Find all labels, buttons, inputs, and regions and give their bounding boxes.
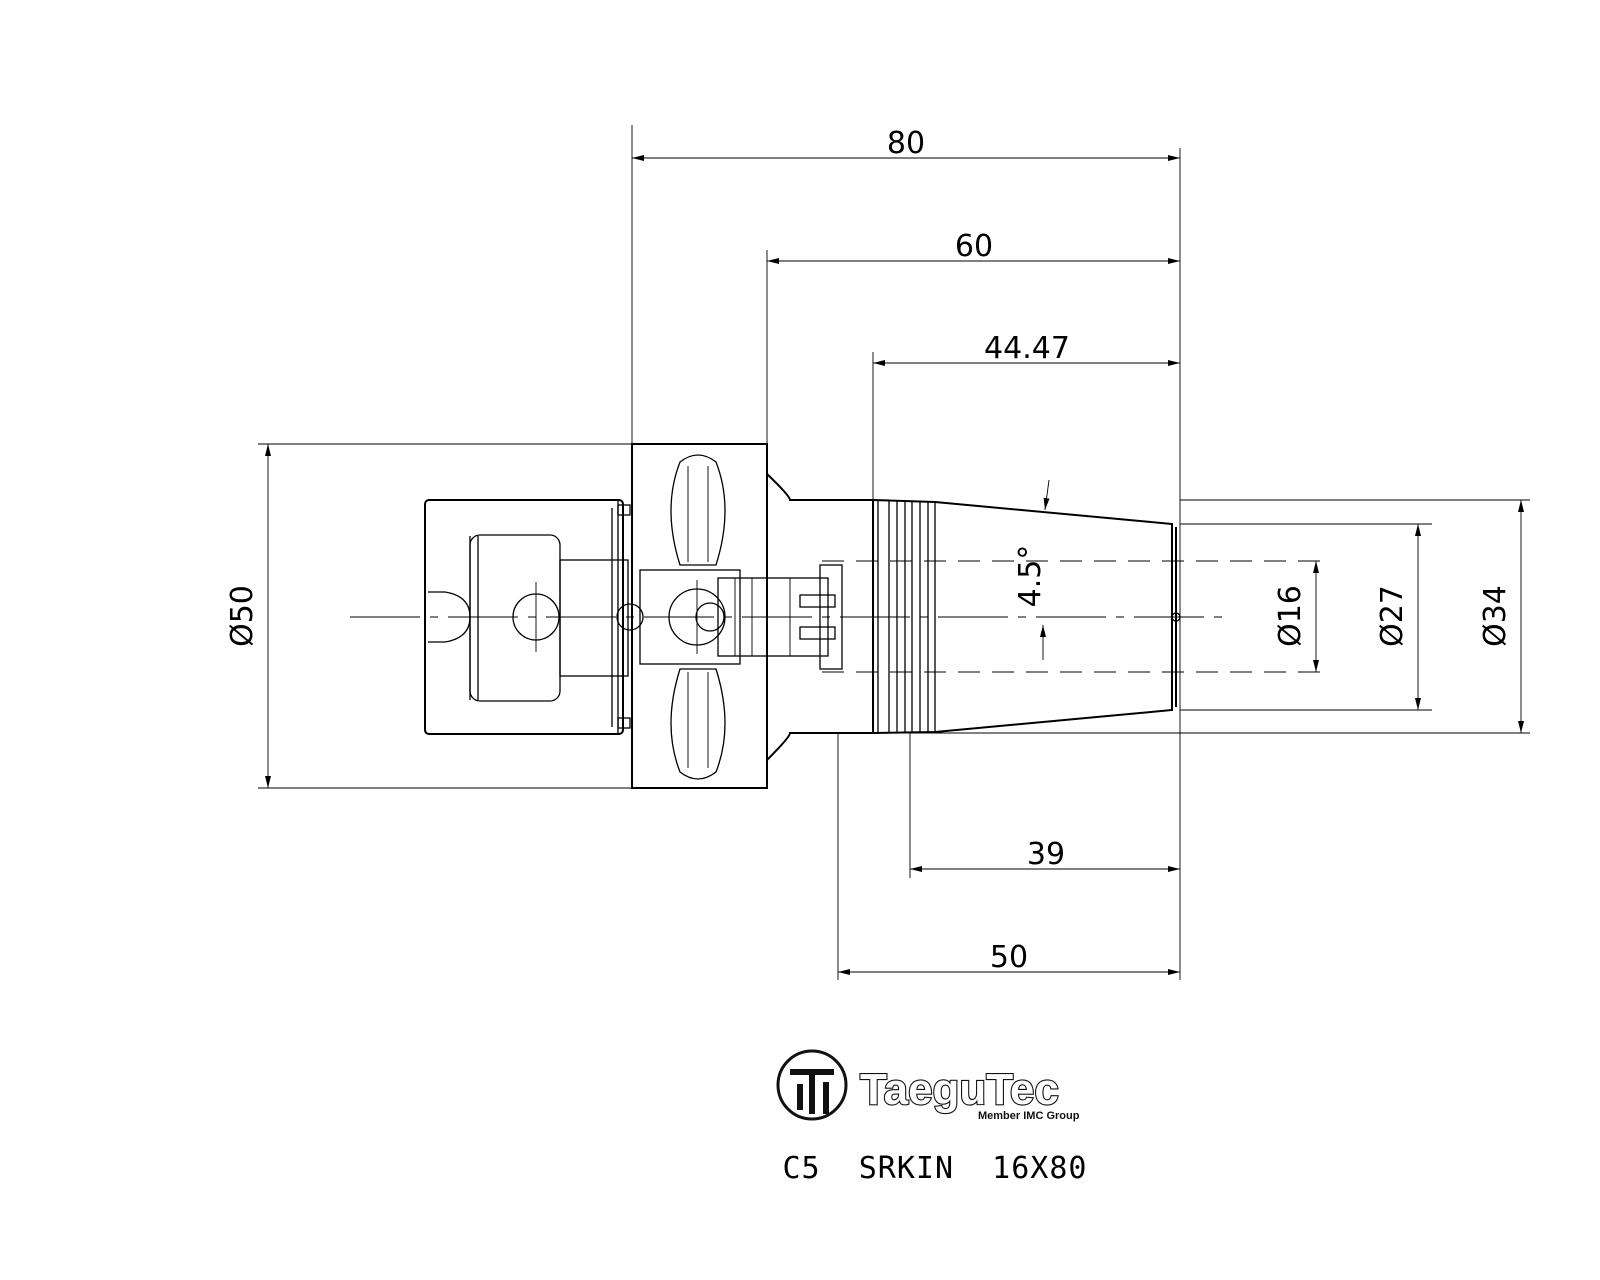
dimension-shank-length: 50 [838,940,1180,975]
dimension-taper-angle: 4.5° [1013,479,1050,660]
dimension-flange-diameter: Ø50 [225,444,271,788]
dim-label-d16: Ø16 [1273,585,1308,647]
dim-label-d50: Ø50 [225,585,260,647]
dim-label-d27: Ø27 [1375,585,1410,647]
dim-label-39: 39 [1027,837,1065,872]
dimension-overall-length: 80 [632,126,1180,161]
cam-slot-top [670,454,726,566]
cam-slot-bottom [670,668,726,780]
tool-holder-body [424,443,1181,789]
dimension-tip-diameter: Ø27 [1375,524,1421,710]
dimension-taper-length: 44.47 [873,331,1180,366]
logo-tagline: Member IMC Group [978,1110,1080,1122]
part-number: C5 SRKIN 16X80 [783,1151,1088,1186]
dim-label-80: 80 [887,126,925,161]
dimension-flange-to-end: 60 [767,229,1180,264]
dim-label-d34: Ø34 [1478,585,1513,647]
collet-nut [424,499,624,735]
extension-lines [258,125,1530,980]
logo-mark-icon [776,1049,848,1121]
flange [631,443,768,789]
dimension-taper-diameter: Ø34 [1478,500,1524,733]
dimension-bore-diameter: Ø16 [1273,561,1319,672]
dim-label-60: 60 [955,229,993,264]
taegutec-logo: TaeguTec Member IMC Group [776,1049,1080,1122]
dim-label-44-47: 44.47 [984,331,1070,366]
dim-label-angle: 4.5° [1013,545,1048,608]
dimension-thread-length: 39 [910,837,1180,872]
logo-brand: TaeguTec [860,1065,1059,1114]
dim-label-50: 50 [990,940,1028,975]
